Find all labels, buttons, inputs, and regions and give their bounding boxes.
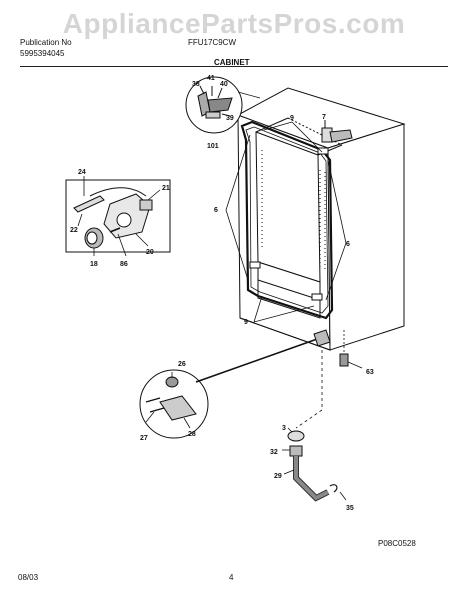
callout-32: 32 [270,449,278,456]
hinge-detail-circle [185,76,261,134]
publication-number: 5995394045 [20,49,65,58]
header-rule [20,66,448,67]
footer-date: 08/03 [18,573,39,582]
callout-24: 24 [78,169,86,176]
bottom-hinge-detail-circle [139,337,321,439]
drain-assembly [282,350,347,502]
callout-63: 63 [366,369,374,376]
callout-3: 3 [282,425,286,432]
callout-41: 41 [207,75,215,82]
callout-40: 40 [220,81,228,88]
callout-20: 20 [146,249,154,256]
diagram-code: P08C0528 [378,539,416,548]
door-gasket [240,120,334,320]
leader-lines-6-9 [225,121,347,323]
callout-39: 39 [226,115,234,122]
light-assembly-detail-box [65,176,171,257]
top-hinge-assembly [321,120,353,143]
callout-26: 26 [178,361,186,368]
callout-18: 18 [90,261,98,268]
cabinet-bottom-hinge [313,329,331,347]
callout-38: 38 [192,81,200,88]
callout-35: 35 [346,505,354,512]
callout-6-right: 6 [346,241,350,248]
callout-9-bottom: 9 [244,319,248,326]
callout-7: 7 [322,114,326,121]
callout-86: 86 [120,261,128,268]
callout-101: 101 [207,143,219,150]
callout-29: 29 [274,473,282,480]
page-number: 4 [229,573,234,582]
callout-9-top: 9 [290,115,294,122]
publication-label: Publication No [20,38,72,47]
callout-21: 21 [162,185,170,192]
watermark-text: AppliancePartsPros.com [62,8,406,39]
cabinet-body [236,87,406,351]
callout-22: 22 [70,227,78,234]
section-title: CABINET [214,58,250,67]
model-number: FFU17C9CW [188,38,237,47]
callout-labels: 38 41 40 39 101 9 7 24 21 22 6 6 20 18 8… [70,75,374,512]
callout-28: 28 [188,431,196,438]
callout-6-left: 6 [214,207,218,214]
callout-27: 27 [140,435,148,442]
leveling-leg [339,330,363,369]
